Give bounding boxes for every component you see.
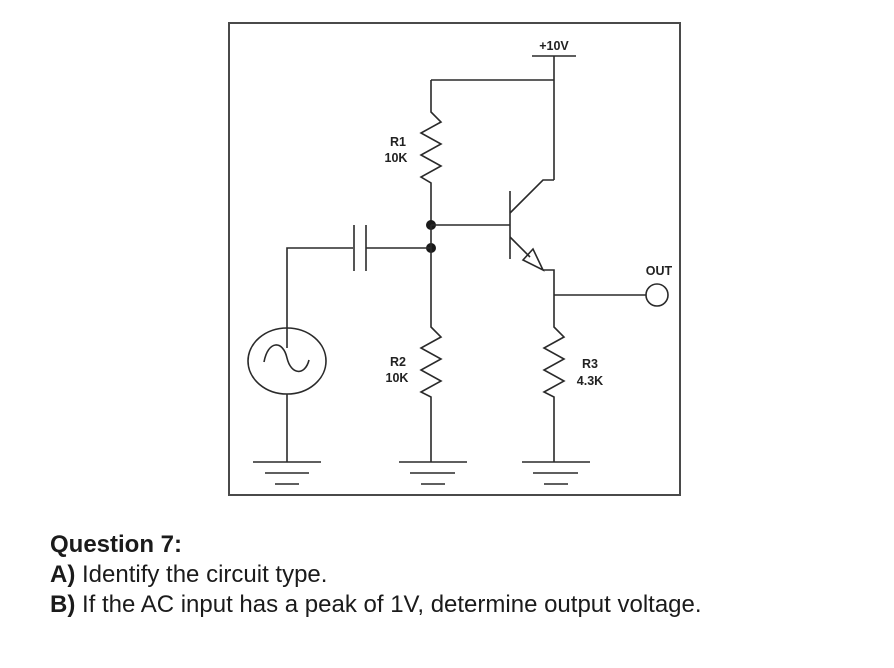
r2-name: R2 [390, 355, 406, 369]
ground-icon [253, 461, 321, 485]
question-part-b: B) If the AC input has a peak of 1V, det… [50, 590, 702, 620]
source-wire [286, 247, 353, 348]
resistor-r2: R2 10K [386, 248, 443, 462]
ground-icon [522, 461, 590, 485]
part-text: Identify the circuit type. [75, 561, 328, 588]
output-label: OUT [646, 264, 673, 278]
part-letter: A) [50, 561, 76, 588]
npn-transistor [509, 179, 555, 296]
resistor-r1: R1 10K [385, 80, 443, 225]
circuit-diagram: +10V R1 10K OUT R2 10K R3 [228, 22, 681, 496]
r3-value: 4.3K [577, 374, 603, 388]
r1-name: R1 [390, 135, 406, 149]
output-terminal[interactable] [645, 283, 669, 307]
ground-icon [399, 461, 467, 485]
supply-label: +10V [539, 39, 569, 53]
question-part-a: A) Identify the circuit type. [50, 560, 702, 590]
part-text: If the AC input has a peak of 1V, determ… [75, 591, 702, 618]
question-block: Question 7: A) Identify the circuit type… [50, 530, 702, 620]
part-letter: B) [50, 591, 76, 618]
r1-value: 10K [385, 151, 408, 165]
r2-value: 10K [386, 371, 409, 385]
resistor-r3: R3 4.3K [542, 296, 603, 462]
ac-source-icon [247, 327, 327, 462]
diagram-frame [228, 22, 681, 496]
question-title: Question 7: [50, 531, 183, 558]
r3-name: R3 [582, 357, 598, 371]
